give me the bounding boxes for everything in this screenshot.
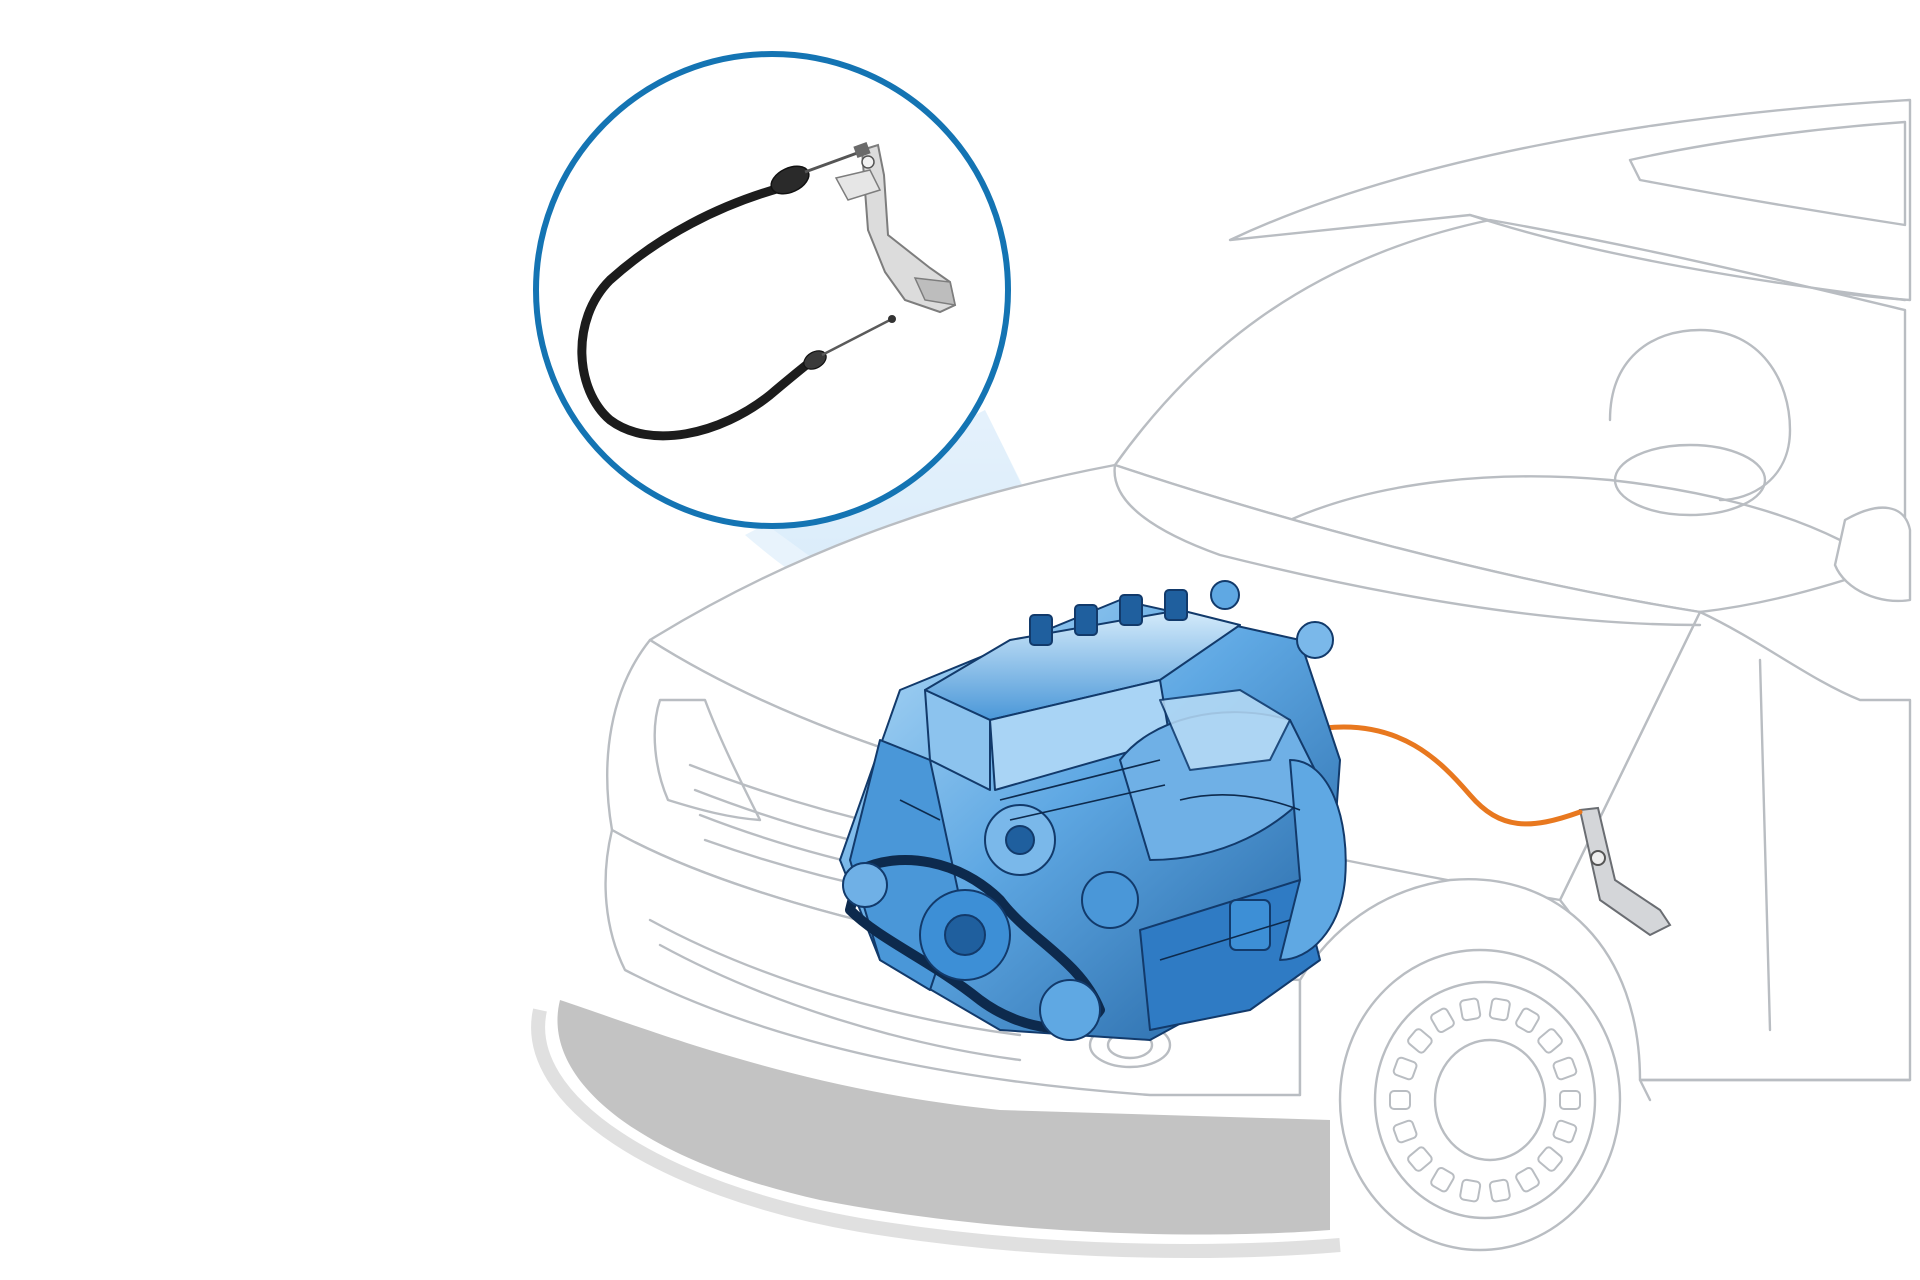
pedal-arm bbox=[1578, 806, 1672, 937]
alternator-hub bbox=[1005, 825, 1035, 855]
spark-plug-wells bbox=[1029, 589, 1188, 646]
wheel-hole bbox=[1389, 1090, 1411, 1110]
car-seat bbox=[1608, 328, 1792, 502]
pedal-pivot bbox=[1590, 850, 1606, 866]
pedal-detail-pad bbox=[913, 277, 956, 306]
clutch-cable-installed bbox=[1322, 724, 1583, 827]
engine-cam-cover-side bbox=[924, 689, 991, 791]
ground-shadow bbox=[557, 1000, 1330, 1235]
engine-transmission-bellhousing bbox=[1279, 759, 1347, 961]
wheel-hole bbox=[1515, 1167, 1540, 1193]
engine-belt-drive bbox=[842, 804, 1139, 1041]
pedal-detail-mount bbox=[834, 169, 882, 201]
car-headlight bbox=[653, 698, 762, 822]
engine-oil-pan bbox=[1139, 879, 1321, 1031]
engine-detail-lines bbox=[899, 759, 1301, 961]
engine bbox=[839, 580, 1347, 1041]
ac-compressor bbox=[1081, 871, 1139, 929]
callout bbox=[533, 51, 1011, 529]
wheel-hole bbox=[1552, 1119, 1578, 1144]
pedal-detail-pivot bbox=[861, 155, 875, 169]
ground-shadow-soft bbox=[531, 1008, 1341, 1258]
clutch-pedal-detail bbox=[834, 143, 957, 314]
clutch-cable-detail bbox=[577, 141, 896, 441]
wheel-hole bbox=[1407, 1146, 1433, 1172]
wheel-hole bbox=[1430, 1007, 1455, 1033]
wheel-hole bbox=[1459, 997, 1482, 1022]
wheel-hole bbox=[1552, 1056, 1578, 1081]
engine-throttle-body bbox=[1159, 689, 1291, 771]
engine-oil-cap bbox=[1210, 580, 1240, 610]
wheel-hole bbox=[1488, 1178, 1511, 1203]
car-cowl bbox=[1113, 463, 1702, 627]
crank-pulley-hub bbox=[944, 914, 986, 956]
wheel-hole bbox=[1515, 1007, 1540, 1033]
engine-mount bbox=[1229, 899, 1271, 951]
wheel-hole bbox=[1459, 1178, 1482, 1203]
wheel-hole bbox=[1488, 997, 1511, 1022]
wheel-hub bbox=[1433, 1038, 1547, 1162]
cable-end-nipple bbox=[888, 315, 896, 323]
car-dashboard bbox=[1288, 475, 1842, 542]
tensioner-pulley bbox=[842, 862, 888, 908]
wheel-hole bbox=[1537, 1146, 1563, 1172]
wheel-hole bbox=[1407, 1028, 1433, 1054]
car-bumper-slot bbox=[648, 918, 1022, 1037]
cable-end-fitting-upper bbox=[853, 141, 871, 159]
engine-sensor bbox=[1296, 621, 1334, 659]
wheel-hole bbox=[1537, 1028, 1563, 1054]
car-mirror bbox=[1833, 506, 1912, 603]
cable-rod-upper bbox=[804, 150, 861, 174]
car-bumper-slot-2 bbox=[658, 943, 1022, 1062]
callout-ring bbox=[533, 51, 1011, 529]
car-sunroof bbox=[1628, 120, 1907, 227]
idler-pulley bbox=[1039, 979, 1101, 1041]
wheel-hole bbox=[1392, 1056, 1418, 1081]
cable-sheath bbox=[577, 183, 815, 441]
wheel-holes bbox=[1389, 997, 1581, 1203]
wheel-hole bbox=[1559, 1090, 1581, 1110]
car-a-pillar bbox=[1468, 213, 1907, 302]
wheel-hole bbox=[1392, 1119, 1418, 1144]
clutch-pedal-installed bbox=[1578, 806, 1672, 937]
car-wheel bbox=[1338, 948, 1622, 1252]
cable-inner-wire bbox=[821, 318, 891, 357]
car-door-line bbox=[1758, 658, 1772, 1032]
steering-wheel bbox=[1613, 443, 1767, 517]
wheel-hole bbox=[1430, 1167, 1455, 1193]
